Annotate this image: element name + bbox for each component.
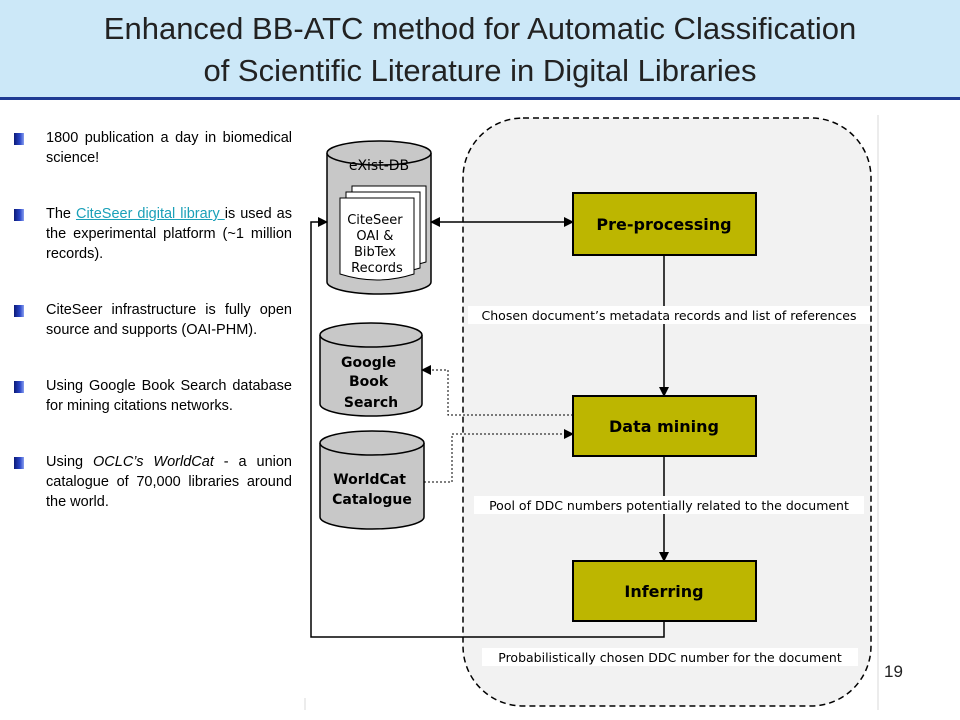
inferring-label: Inferring xyxy=(624,582,703,601)
edge-label-metadata: Chosen document’s metadata records and l… xyxy=(482,308,857,323)
bullet-item: CiteSeer infrastructure is fully open so… xyxy=(14,300,292,340)
worldcat-label: WorldCat Catalogue xyxy=(332,472,412,508)
edge-label-result: Probabilistically chosen DDC number for … xyxy=(498,650,842,665)
feedback-loop-arrow xyxy=(310,217,665,638)
bullet-item: 1800 publication a day in biomedical sci… xyxy=(14,128,292,168)
records-label-line: Records xyxy=(351,261,403,276)
inferring-box: Inferring xyxy=(572,560,757,622)
title-line-2: of Scientific Literature in Digital Libr… xyxy=(203,53,757,88)
preprocessing-label: Pre-processing xyxy=(596,215,731,234)
bullet-item: The CiteSeer digital library is used as … xyxy=(14,204,292,264)
google-label-line: Search xyxy=(344,395,398,411)
existdb-label: eXist-DB xyxy=(349,158,409,174)
worldcat-cylinder: WorldCat Catalogue xyxy=(319,430,425,530)
records-label: CiteSeer OAI & BibTex Records xyxy=(347,213,407,276)
worldcat-label-line: Catalogue xyxy=(332,492,412,508)
data-mining-label: Data mining xyxy=(609,417,719,436)
edge-label-bg xyxy=(482,648,858,666)
bullet-square-icon xyxy=(14,381,24,393)
records-document-stack: CiteSeer OAI & BibTex Records xyxy=(339,185,427,281)
bullet-text: 1800 publication a day in biomedical sci… xyxy=(46,130,292,166)
bullet-text-italic: OCLC’s WorldCat xyxy=(93,454,214,470)
worldcat-label-line: WorldCat xyxy=(333,472,406,488)
data-mining-box: Data mining xyxy=(572,395,757,457)
records-label-line: BibTex xyxy=(354,245,396,260)
bullet-text-post: is used as the experimental platform (~1… xyxy=(46,206,292,262)
preprocessing-box: Pre-processing xyxy=(572,192,757,256)
citeseer-link[interactable]: CiteSeer digital library xyxy=(75,206,225,222)
slide-title: Enhanced BB-ATC method for Automatic Cla… xyxy=(0,8,960,92)
bullet-square-icon xyxy=(14,457,24,469)
bullet-list: 1800 publication a day in biomedical sci… xyxy=(14,128,292,548)
title-bar: Enhanced BB-ATC method for Automatic Cla… xyxy=(0,0,960,100)
google-book-search-cylinder: Google Book Search xyxy=(319,322,423,417)
google-label-line: Book xyxy=(349,374,389,390)
workflow-diagram: eXist-DB CiteSeer OAI & BibTex Records G… xyxy=(304,115,879,710)
bullet-text-pre: Using xyxy=(46,454,93,470)
bullet-item: Using OCLC’s WorldCat - a union catalogu… xyxy=(14,452,292,512)
bullet-text: Using Google Book Search database for mi… xyxy=(46,378,292,414)
records-label-line: CiteSeer xyxy=(347,213,403,228)
bullet-item: Using Google Book Search database for mi… xyxy=(14,376,292,416)
bullet-text: CiteSeer infrastructure is fully open so… xyxy=(46,302,292,338)
edge-label-bg xyxy=(474,496,864,514)
bullet-text-pre: The xyxy=(46,206,76,222)
bullet-square-icon xyxy=(14,305,24,317)
worldcat-dotted-arrow xyxy=(424,429,574,483)
google-label: Google Book Search xyxy=(341,355,401,411)
bullet-square-icon xyxy=(14,209,24,221)
slide-number: 19 xyxy=(884,662,903,681)
google-label-line: Google xyxy=(341,355,396,371)
edge-label-bg xyxy=(468,306,870,324)
title-line-1: Enhanced BB-ATC method for Automatic Cla… xyxy=(103,11,857,46)
records-label-line: OAI & xyxy=(356,229,393,244)
edge-label-pool: Pool of DDC numbers potentially related … xyxy=(489,498,849,513)
bullet-square-icon xyxy=(14,133,24,145)
bullet-text-post: - a union catalogue of 70,000 libraries … xyxy=(46,454,292,510)
